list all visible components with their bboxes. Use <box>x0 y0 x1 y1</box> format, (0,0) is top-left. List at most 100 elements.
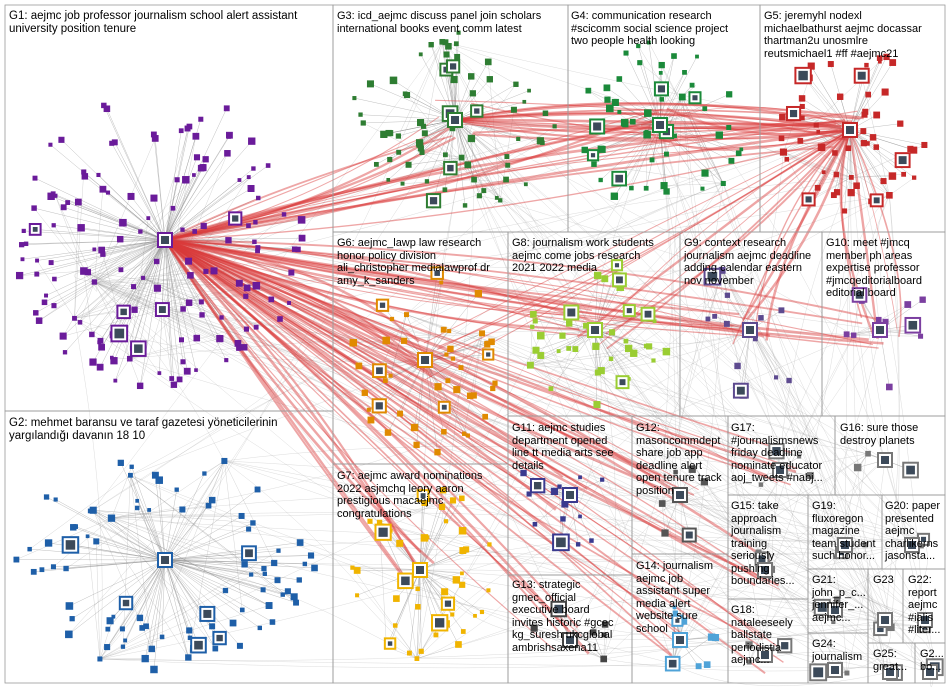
edge <box>45 239 166 296</box>
edge <box>395 569 421 626</box>
node-avatar <box>789 109 798 118</box>
node <box>901 171 907 177</box>
edge <box>454 119 913 546</box>
node <box>236 642 243 649</box>
node <box>265 163 271 168</box>
edge <box>164 239 749 330</box>
edge <box>51 239 166 263</box>
node <box>578 514 582 519</box>
edge <box>164 489 177 561</box>
edge <box>749 329 881 663</box>
node-avatar <box>908 541 916 549</box>
edge <box>164 559 288 592</box>
node <box>73 524 78 529</box>
node <box>32 175 38 181</box>
edge <box>143 277 869 454</box>
edge <box>94 281 891 673</box>
group-label-g14: G14: journalism aejmc job assistant supe… <box>636 560 714 635</box>
node <box>663 151 669 157</box>
edge <box>164 239 409 585</box>
node <box>450 356 456 361</box>
edge <box>851 175 893 178</box>
node <box>389 76 398 85</box>
edge <box>164 559 275 564</box>
node-avatar <box>921 616 929 624</box>
node <box>212 645 219 652</box>
edge <box>111 509 150 519</box>
edge <box>408 157 462 165</box>
edge <box>672 335 854 664</box>
node <box>830 192 837 199</box>
edge <box>765 129 852 341</box>
group-label-g1: G1: aejmc job professor journalism schoo… <box>9 10 298 35</box>
node <box>821 170 826 175</box>
node <box>439 280 444 285</box>
edge <box>224 460 571 496</box>
node-avatar <box>736 386 745 395</box>
edge <box>424 354 489 361</box>
node <box>862 541 869 548</box>
node-avatar <box>556 537 566 548</box>
node-avatar <box>857 71 866 80</box>
node <box>193 154 201 161</box>
edge <box>603 453 869 660</box>
edge <box>111 515 242 519</box>
group-label-g21: G21: john_p_c... jennifer_... aejmc... <box>812 574 866 624</box>
edge <box>849 129 877 201</box>
edge <box>571 312 599 373</box>
node <box>360 120 366 126</box>
edge <box>461 157 926 621</box>
node <box>526 491 532 497</box>
node <box>252 281 261 290</box>
node-avatar <box>813 667 824 678</box>
node-avatar <box>375 402 383 410</box>
node <box>498 198 503 203</box>
node <box>779 113 786 121</box>
edge <box>111 517 252 575</box>
edge <box>603 658 836 672</box>
node <box>415 604 421 610</box>
node <box>784 157 790 162</box>
edge <box>360 114 456 121</box>
edge <box>164 239 677 661</box>
edge <box>849 129 898 330</box>
node <box>274 577 281 584</box>
edge <box>849 129 935 668</box>
node <box>268 296 275 303</box>
node <box>646 40 651 45</box>
edge <box>849 129 872 202</box>
edge <box>164 239 248 289</box>
node <box>880 178 887 185</box>
group-label-g7: G7: aejmc award nominations 2022 asjmchq… <box>337 470 483 520</box>
edge <box>424 273 438 361</box>
edge <box>164 135 230 241</box>
edge <box>597 372 924 540</box>
node <box>202 471 207 476</box>
node <box>601 621 609 628</box>
node-avatar <box>746 326 754 334</box>
node <box>474 289 482 298</box>
edge <box>530 313 649 366</box>
edge <box>532 326 596 331</box>
node <box>853 463 862 472</box>
edge <box>661 183 724 504</box>
node <box>465 433 470 438</box>
edge <box>120 462 166 561</box>
edge <box>111 517 166 561</box>
edge <box>721 270 728 296</box>
edge <box>379 183 724 523</box>
node-avatar <box>906 465 915 475</box>
edge <box>454 90 530 121</box>
node <box>361 389 368 396</box>
node-avatar <box>692 95 698 101</box>
edge <box>99 550 279 660</box>
edge <box>164 489 258 561</box>
edge <box>164 239 685 626</box>
edge <box>164 559 418 659</box>
edge <box>662 503 846 546</box>
node <box>673 469 678 475</box>
edge <box>164 137 445 241</box>
node-avatar <box>194 640 203 650</box>
edge <box>164 239 197 371</box>
node <box>150 665 158 674</box>
